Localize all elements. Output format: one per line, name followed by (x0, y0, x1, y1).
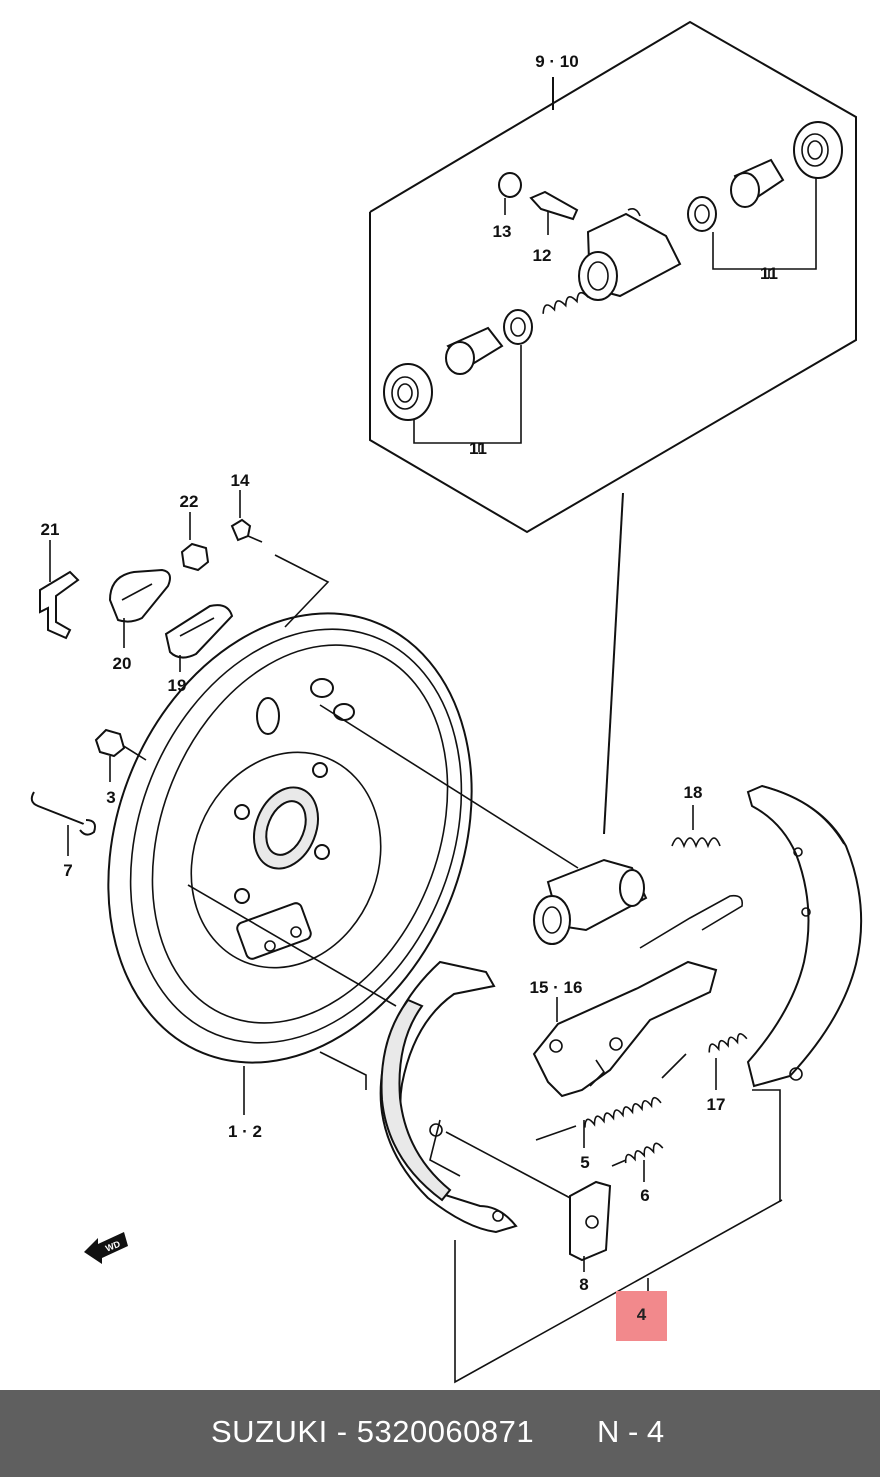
piston-left (445, 326, 504, 375)
callout-7: 7 (63, 861, 72, 880)
callout-9-10: 9 · 10 (535, 52, 578, 71)
callout-13: 13 (493, 222, 512, 241)
leader-plate-shoe (187, 884, 397, 1007)
direction-arrow-icon: WD (84, 1232, 128, 1264)
piston-cup-left (503, 309, 533, 345)
part-3-nut (94, 728, 126, 782)
leader-plate-cylinder (319, 704, 579, 869)
callout-22: 22 (180, 492, 199, 511)
leader-shoe-plate8 (445, 1131, 575, 1201)
part-21-bracket (39, 540, 80, 640)
footer-brand-part-number: SUZUKI - 5320060871 (211, 1414, 535, 1449)
part-20-grommet (108, 568, 171, 648)
wheel-cylinder-group (369, 20, 857, 534)
callout-17: 17 (707, 1095, 726, 1114)
part-14-bolt (230, 490, 263, 543)
footer-diagram-ref: N - 4 (597, 1414, 665, 1449)
spring-18 (671, 805, 721, 849)
parking-lever-assembly (532, 894, 744, 1098)
spring-5 (535, 1053, 687, 1148)
highlighted-part-label: 4 (636, 1305, 647, 1324)
callout-3: 3 (106, 788, 115, 807)
part-8-retainer-plate (569, 1180, 612, 1272)
callout-11-upper: 11 (760, 264, 778, 283)
callout-12: 12 (533, 246, 552, 265)
leader-shoe-plate (319, 1051, 367, 1090)
part-7-pin (30, 791, 96, 856)
brake-assembly-diagram: WD 9 · 10 13 12 11 11 22 14 21 20 19 3 7… (30, 20, 863, 1384)
piston-right (730, 158, 785, 208)
callout-20: 20 (113, 654, 132, 673)
brake-shoe-right (746, 784, 863, 1202)
highlighted-part-4[interactable]: 4 (616, 1291, 667, 1341)
leader-14 (274, 554, 330, 628)
part-12-bleeder-screw (529, 190, 579, 235)
callout-14: 14 (231, 471, 250, 490)
wheel-cylinder-body (578, 208, 682, 301)
piston-cup-right-inner (694, 204, 710, 224)
part-22-nut (180, 512, 210, 572)
part-19-grommet (164, 604, 234, 672)
piston-cup-right (687, 196, 717, 232)
piston-cup-left-inner (510, 317, 526, 337)
part-13-cap (498, 172, 522, 215)
dust-boot-right (793, 121, 843, 179)
spring-6 (611, 1142, 664, 1182)
callout-15-16: 15 · 16 (530, 978, 583, 997)
wheel-cylinder-installed (533, 858, 648, 945)
backing-plate (107, 612, 473, 1064)
callout-18: 18 (684, 783, 703, 802)
cylinder-spring (542, 291, 589, 314)
leader-3 (121, 744, 147, 761)
assembly-leader-line (603, 492, 624, 835)
callout-8: 8 (579, 1275, 588, 1294)
callout-6: 6 (640, 1186, 649, 1205)
callout-1-2: 1 · 2 (228, 1122, 262, 1141)
callout-11-lower: 11 (469, 439, 487, 458)
dust-boot-left (383, 363, 433, 421)
callout-5: 5 (580, 1153, 589, 1172)
spring-17 (708, 1033, 748, 1090)
callout-19: 19 (168, 676, 187, 695)
part-number-footer: SUZUKI - 5320060871 N - 4 (0, 1390, 880, 1477)
callout-21: 21 (41, 520, 60, 539)
brake-shoe-left (379, 960, 783, 1384)
